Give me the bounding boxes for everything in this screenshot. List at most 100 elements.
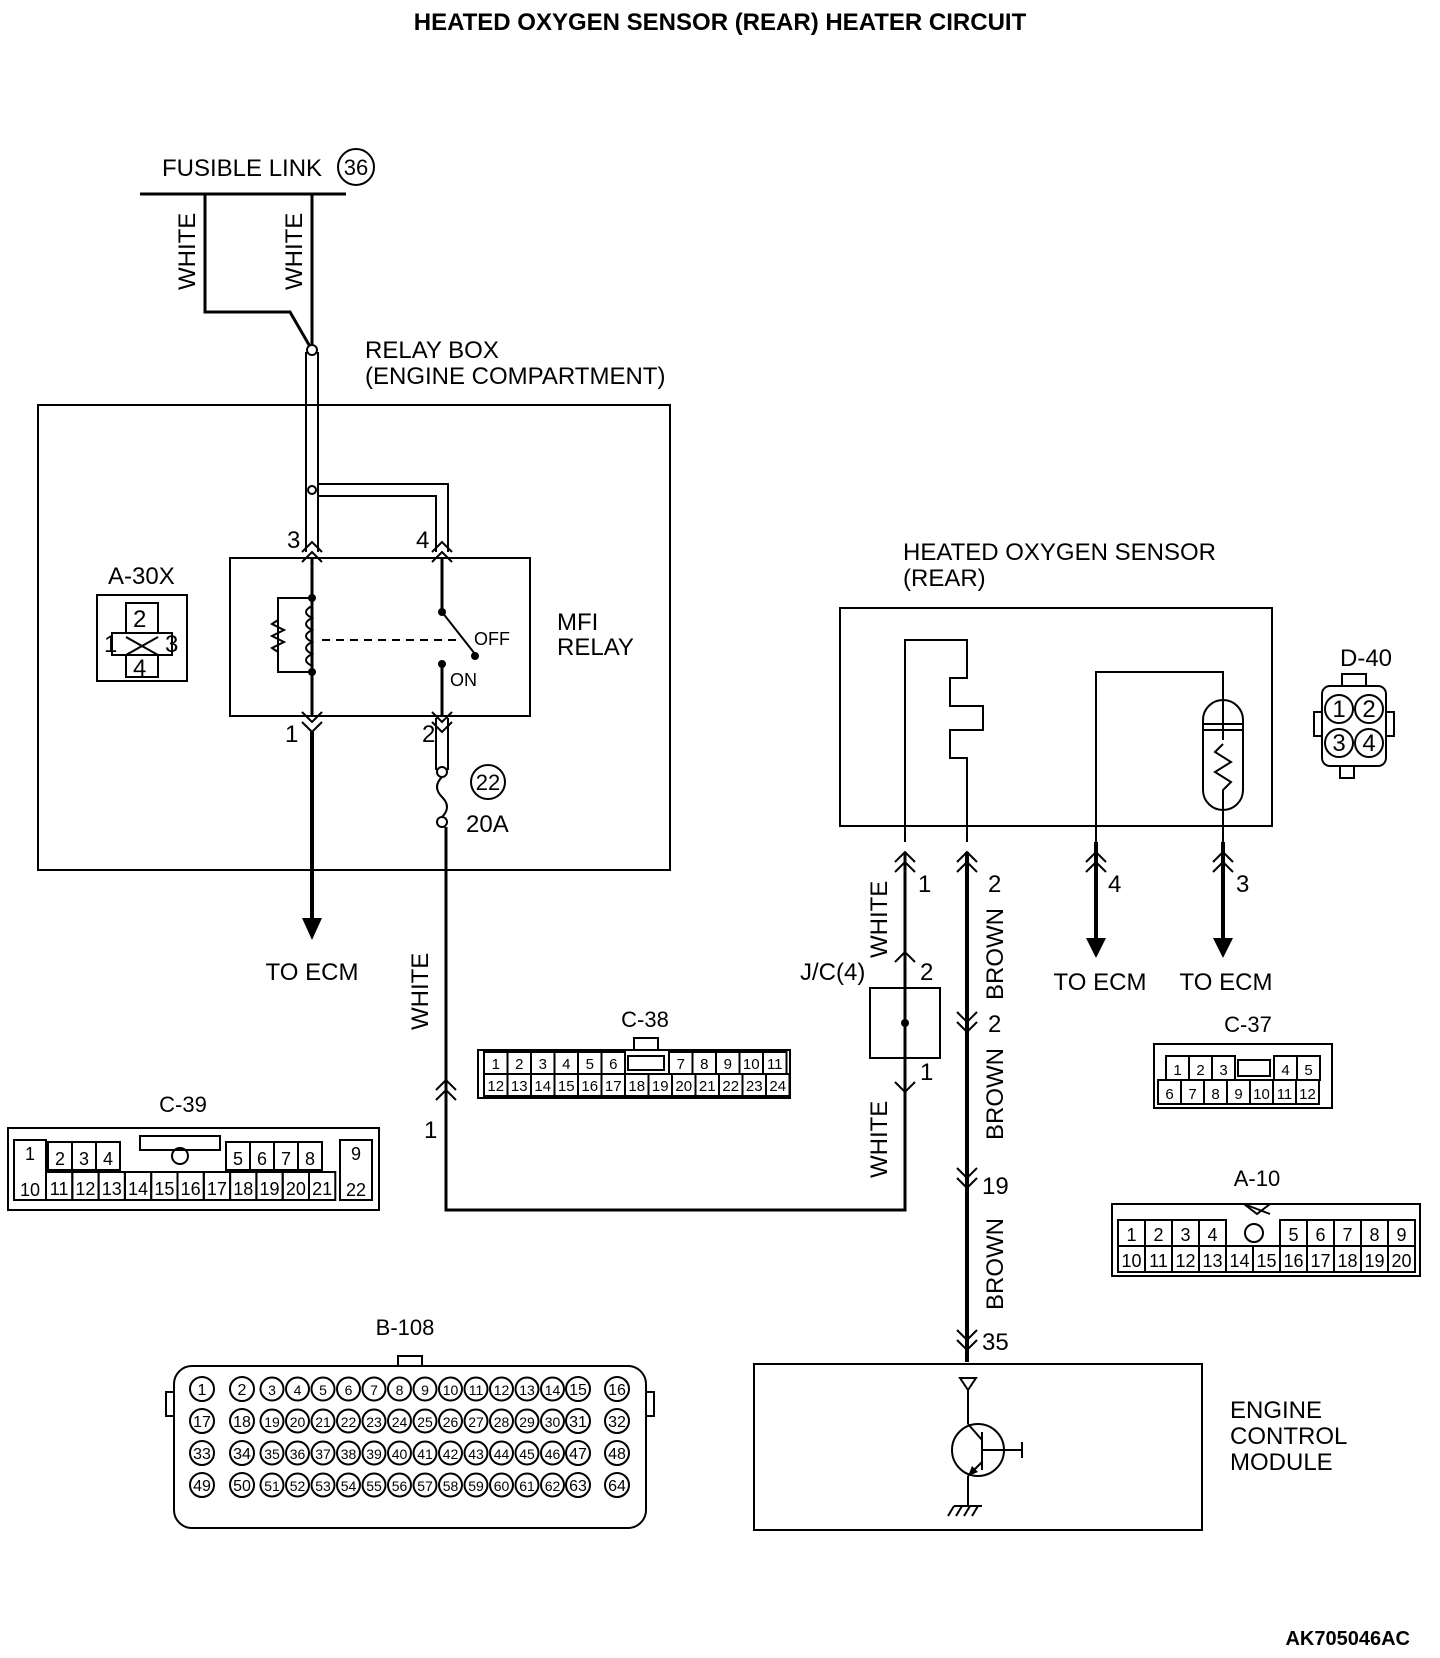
brown-pin-19: 19 [982, 1173, 1009, 1200]
junction-pin-2: 2 [920, 959, 933, 986]
c38-pin-12: 12 [487, 1078, 504, 1095]
c39-pin-9: 9 [351, 1144, 361, 1164]
fuse-rating: 20A [466, 811, 509, 838]
c38-pin-23: 23 [746, 1078, 763, 1095]
sensor-pin-1: 1 [918, 871, 931, 898]
c39-pin-13: 13 [102, 1179, 122, 1199]
b108-pin-47: 47 [569, 1446, 587, 1463]
b108-pin-51: 51 [264, 1478, 280, 1494]
a10-pin-8: 8 [1369, 1225, 1379, 1245]
a10-pin-7: 7 [1342, 1225, 1352, 1245]
connector-a30x: A-30X 1 2 3 4 [96, 563, 188, 682]
b108-pin-12: 12 [494, 1382, 510, 1398]
mfi-relay-pin-4: 4 [416, 527, 429, 554]
relay-box-label-2: (ENGINE COMPARTMENT) [365, 363, 665, 390]
b108-pin-21: 21 [315, 1414, 331, 1430]
c37-pin-2: 2 [1196, 1062, 1204, 1079]
white-wire-pin-1: 1 [424, 1117, 437, 1144]
b108-pin-38: 38 [341, 1446, 357, 1462]
b108-pin-15: 15 [569, 1382, 587, 1399]
c37-pin-10: 10 [1253, 1086, 1270, 1103]
b108-pin-25: 25 [417, 1414, 433, 1430]
figure-code: AK705046AC [1285, 1628, 1410, 1650]
c38-pin-15: 15 [558, 1078, 575, 1095]
a10-pin-11: 11 [1149, 1251, 1168, 1271]
c37-pin-12: 12 [1299, 1086, 1316, 1103]
b108-pin-1: 1 [198, 1382, 207, 1399]
b108-pin-30: 30 [545, 1414, 561, 1430]
mfi-relay-label-2: RELAY [557, 634, 634, 661]
a10-pin-15: 15 [1256, 1251, 1276, 1271]
c39-pin-1: 1 [25, 1144, 35, 1164]
a10-pin-4: 4 [1207, 1225, 1217, 1245]
a10-pin-10: 10 [1121, 1251, 1141, 1271]
c39-pin-7: 7 [281, 1149, 291, 1169]
sensor-pin-2: 2 [988, 871, 1001, 898]
a10-pin-13: 13 [1202, 1251, 1222, 1271]
c39-pin-12: 12 [75, 1179, 95, 1199]
fuse-number: 22 [476, 770, 500, 795]
b108-pin-60: 60 [494, 1478, 510, 1494]
engine-control-module: ENGINE CONTROL MODULE [753, 1363, 1347, 1531]
c38-pin-13: 13 [511, 1078, 528, 1095]
b108-pin-37: 37 [315, 1446, 331, 1462]
c39-pin-17: 17 [207, 1179, 227, 1199]
b108-pin-45: 45 [519, 1446, 535, 1462]
c39-pin-16: 16 [181, 1179, 201, 1199]
wire-label-brown-1: BROWN [982, 908, 1009, 1000]
c39-pin-2: 2 [55, 1149, 65, 1169]
connector-c37-label: C-37 [1224, 1012, 1272, 1037]
mfi-relay-label-1: MFI [557, 609, 598, 636]
wire-label-white-5: WHITE [866, 1101, 893, 1178]
c39-pin-18: 18 [233, 1179, 253, 1199]
b108-pin-24: 24 [392, 1414, 408, 1430]
c38-pin-4: 4 [562, 1056, 570, 1073]
junction-label: J/C(4) [800, 959, 865, 986]
b108-pin-63: 63 [569, 1478, 587, 1495]
c37-pin-11: 11 [1277, 1086, 1293, 1103]
a10-pin-18: 18 [1337, 1251, 1357, 1271]
a10-pin-17: 17 [1310, 1251, 1330, 1271]
b108-pin-16: 16 [608, 1382, 626, 1399]
c37-pin-3: 3 [1219, 1062, 1227, 1079]
sensor-pin-3: 3 [1236, 871, 1249, 898]
mfi-relay-pin-3: 3 [287, 527, 300, 554]
connector-a10-label: A-10 [1234, 1166, 1280, 1191]
b108-pin-42: 42 [443, 1446, 459, 1462]
c38-pin-18: 18 [628, 1078, 645, 1095]
b108-pin-54: 54 [341, 1478, 357, 1494]
b108-pin-34: 34 [233, 1446, 251, 1463]
b108-pin-57: 57 [417, 1478, 433, 1494]
b108-pin-19: 19 [264, 1414, 280, 1430]
c38-pin-19: 19 [652, 1078, 669, 1095]
wire-label-brown-3: BROWN [982, 1218, 1009, 1310]
c37-pin-9: 9 [1234, 1086, 1242, 1103]
c39-pin-8: 8 [305, 1149, 315, 1169]
a10-pin-20: 20 [1391, 1251, 1411, 1271]
a10-pin-19: 19 [1364, 1251, 1384, 1271]
a10-pin-2: 2 [1153, 1225, 1163, 1245]
wire-label-white-3: WHITE [407, 953, 434, 1030]
c39-pin-22: 22 [346, 1180, 366, 1200]
c39-pin-6: 6 [257, 1149, 267, 1169]
ecm-label-1: ENGINE [1230, 1397, 1322, 1424]
c38-pin-14: 14 [534, 1078, 551, 1095]
diagram-title: HEATED OXYGEN SENSOR (REAR) HEATER CIRCU… [414, 9, 1027, 36]
sensor-to-ecm-wires: TO ECM TO ECM [1054, 842, 1272, 996]
relay-box: RELAY BOX (ENGINE COMPARTMENT) [37, 337, 671, 871]
c38-pin-3: 3 [539, 1056, 547, 1073]
b108-pin-22: 22 [341, 1414, 357, 1430]
sensor-pin-arrows [894, 850, 1234, 873]
b108-pin-31: 31 [569, 1414, 587, 1431]
wire-label-white-2: WHITE [281, 213, 308, 290]
to-ecm-label-1: TO ECM [266, 959, 359, 986]
b108-pin-62: 62 [545, 1478, 561, 1494]
switch-on-label: ON [450, 670, 477, 690]
c37-pin-6: 6 [1165, 1086, 1173, 1103]
connector-c38-label: C-38 [621, 1007, 669, 1032]
b108-pin-35: 35 [264, 1446, 280, 1462]
c38-pin-11: 11 [767, 1056, 783, 1073]
connector-b108-label: B-108 [376, 1315, 435, 1340]
b108-pin-48: 48 [608, 1446, 626, 1463]
